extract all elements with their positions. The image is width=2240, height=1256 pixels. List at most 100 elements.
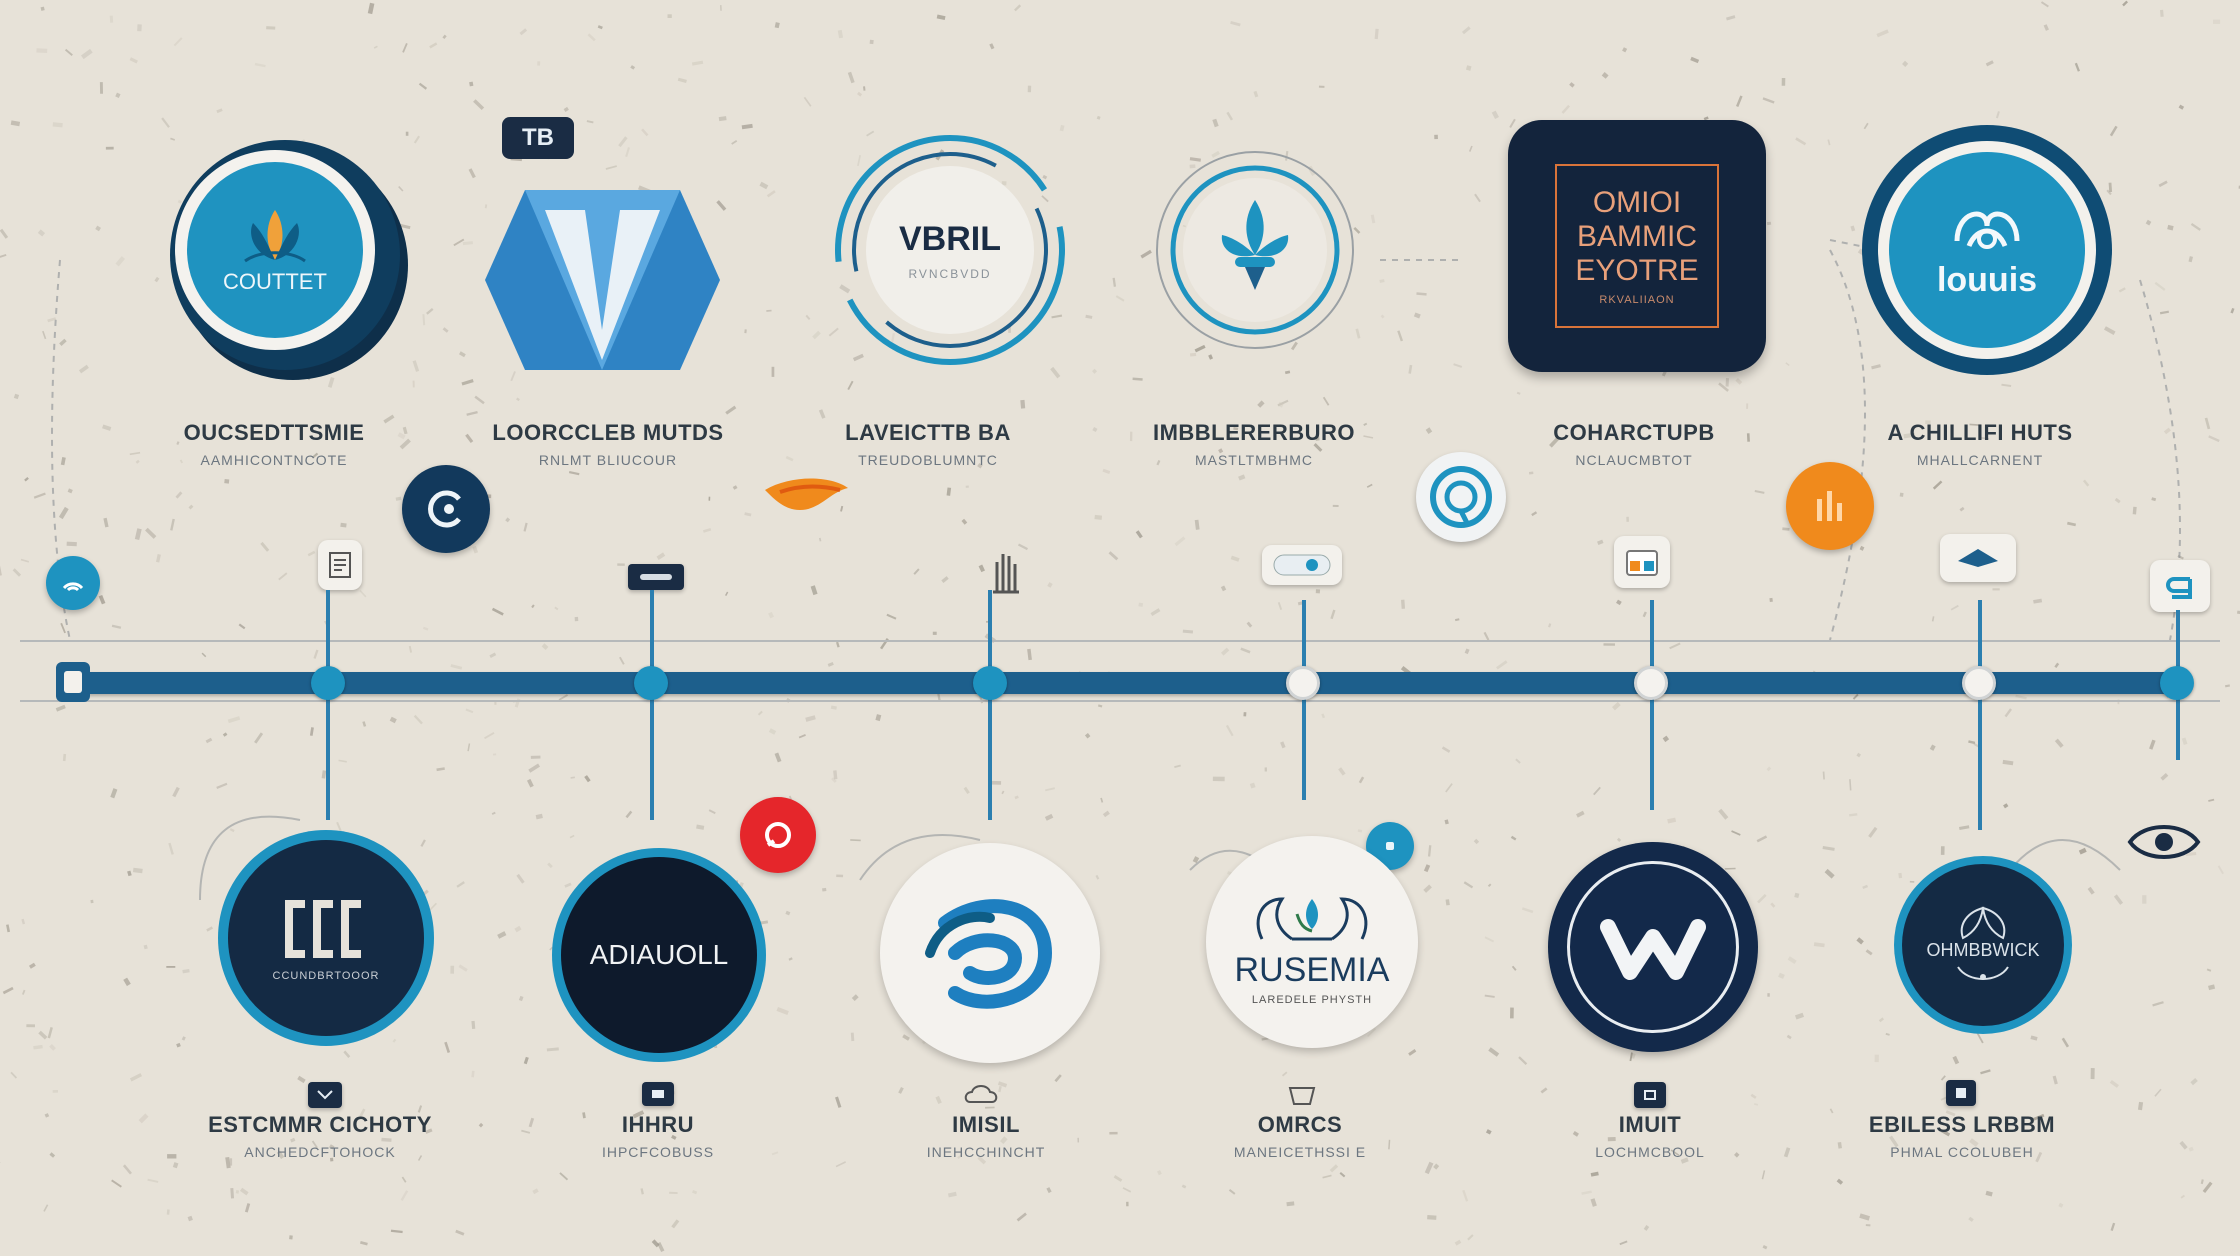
speckle (115, 256, 126, 267)
speckle (2224, 684, 2230, 688)
bottom-icon-6 (1946, 1080, 1976, 1106)
bottom-logo-4[interactable]: RUSEMIA LAREDELE PHYSTH (1206, 836, 1418, 1048)
speckle (1473, 838, 1480, 845)
speckle (913, 568, 920, 575)
speckle (1109, 1131, 1118, 1135)
speckle (1212, 118, 1219, 128)
speckle (1757, 893, 1767, 904)
speckle (516, 873, 525, 884)
speckle (138, 1113, 149, 1124)
label-tag[interactable] (628, 564, 684, 590)
caption-title: LAVEICTTB BA (845, 420, 1011, 445)
timeline-node-5[interactable] (1634, 666, 1668, 700)
mid-bubble-3[interactable] (1786, 462, 1874, 550)
speckle (1016, 1212, 1027, 1222)
speckle (835, 1161, 846, 1168)
speckle (618, 136, 628, 148)
bottom-logo-1[interactable]: CCUNDBRTOOOR (218, 830, 434, 1046)
top-logo-1[interactable]: COUTTET (170, 140, 400, 370)
mail-tag[interactable] (1940, 534, 2016, 582)
speckle (321, 770, 327, 779)
speckle (563, 106, 569, 112)
speckle (110, 788, 118, 799)
top-logo-4[interactable] (1150, 145, 1360, 355)
speckle (201, 652, 207, 658)
document-tag[interactable] (318, 540, 362, 590)
timeline-node-1[interactable] (311, 666, 345, 700)
refresh-c-icon (428, 490, 461, 528)
timeline-start-cap[interactable] (56, 662, 90, 702)
speckle (471, 1020, 476, 1030)
speckle (134, 528, 142, 541)
speckle (1339, 1172, 1346, 1178)
speckle (1863, 122, 1869, 130)
speckle (1548, 623, 1552, 628)
speckle (1572, 1131, 1579, 1137)
mail-icon (1958, 549, 1998, 567)
timeline-node-6[interactable] (1962, 666, 1996, 700)
calendar-tag[interactable] (1614, 536, 1670, 588)
speckle (1059, 124, 1065, 132)
bottom-logo-3[interactable] (880, 843, 1100, 1063)
speckle (66, 541, 77, 547)
guide-line-upper (20, 640, 2220, 642)
speckle (297, 1075, 306, 1084)
stem-1-up (326, 590, 330, 680)
speckle (835, 641, 840, 648)
speckle (1277, 401, 1284, 408)
speckle (1940, 846, 1945, 855)
speckle (1871, 364, 1881, 370)
bottom-logo-6[interactable]: OHMBBWICK (1894, 856, 2072, 1034)
toggle-tag[interactable] (1262, 545, 1342, 585)
speckle (1746, 433, 1750, 442)
speckle (1516, 391, 1521, 395)
wifi-bubble[interactable] (46, 556, 100, 610)
speckle (444, 1041, 451, 1053)
timeline-node-7[interactable] (2160, 666, 2194, 700)
ring-swirl-icon (835, 135, 1065, 365)
speckle (2078, 847, 2087, 855)
speckle (10, 1071, 18, 1079)
hand-tag[interactable] (980, 540, 1030, 600)
speckle (422, 314, 426, 326)
speckle (1330, 609, 1336, 620)
speckle (49, 1044, 56, 1051)
speckle (491, 811, 496, 815)
timeline-node-3[interactable] (973, 666, 1007, 700)
speckle (436, 767, 445, 772)
speckle (1762, 97, 1775, 104)
bottom-logo-2[interactable]: ADIAUOLL (552, 848, 766, 1062)
mid-bubble-2[interactable] (1416, 452, 1506, 542)
number-tag[interactable] (2150, 560, 2210, 612)
top-logo-6[interactable]: louuis (1862, 125, 2112, 375)
speckle (1129, 431, 1133, 442)
top-logo-3[interactable]: VBRIL RVNCBVDD (830, 130, 1070, 370)
speckle (1264, 767, 1267, 772)
speckle (1246, 621, 1253, 628)
caption-subtitle: LOCHMCBOOL (1595, 1144, 1705, 1160)
speckle (1731, 830, 1741, 836)
top-logo-5[interactable]: OMIOI BAMMIC EYOTRE RKVALIIAON (1508, 120, 1766, 372)
speckle (720, 5, 722, 11)
timeline-node-2[interactable] (634, 666, 668, 700)
speckle (230, 1188, 235, 1199)
speckle (328, 1144, 335, 1150)
speckle (1909, 880, 1915, 883)
speckle (605, 165, 617, 170)
speckle (847, 380, 854, 390)
speckle (2181, 737, 2188, 745)
speckle (442, 34, 447, 39)
bottom-logo-5[interactable] (1548, 842, 1758, 1052)
speckle (1027, 648, 1032, 661)
speckle (656, 552, 666, 560)
mid-bubble-1[interactable] (402, 465, 490, 553)
top-logo-2[interactable] (485, 180, 720, 380)
bottom-icon-4 (1284, 1082, 1320, 1113)
timeline-node-4[interactable] (1286, 666, 1320, 700)
speckle (1885, 1032, 1890, 1036)
speckle (1969, 1138, 1979, 1147)
red-bubble[interactable] (740, 797, 816, 873)
speckle (546, 1047, 559, 1052)
speckle (1616, 599, 1622, 606)
document-icon (329, 552, 351, 578)
